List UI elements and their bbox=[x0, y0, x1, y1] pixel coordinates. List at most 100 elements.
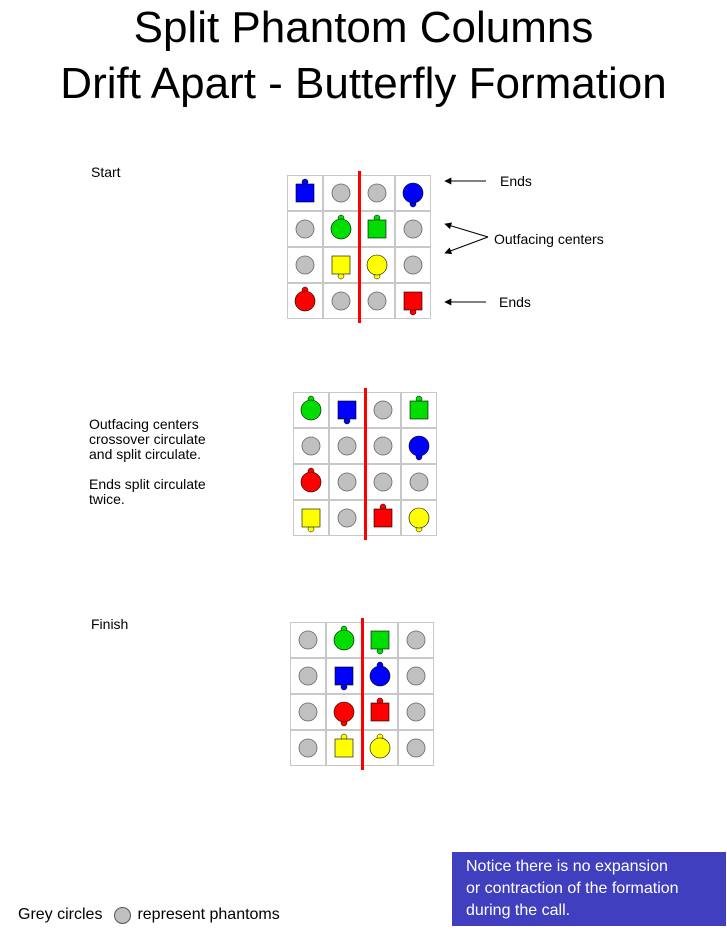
phantom-dancer bbox=[331, 291, 351, 311]
phantom-dancer bbox=[301, 436, 321, 456]
phantom-dancer bbox=[406, 630, 426, 650]
red-boy-square bbox=[403, 291, 423, 311]
green-boy-square bbox=[409, 400, 429, 420]
start-label: Start bbox=[91, 164, 121, 180]
grid-cell bbox=[326, 694, 362, 730]
phantom-dancer bbox=[337, 508, 357, 528]
grid-cell bbox=[398, 622, 434, 658]
grid-cell bbox=[290, 694, 326, 730]
red-girl-circle bbox=[333, 701, 355, 723]
yellow-boy-square bbox=[301, 508, 321, 528]
grid-cell bbox=[326, 622, 362, 658]
grid-cell bbox=[287, 247, 323, 283]
middle-label: Outfacing centers crossover circulate an… bbox=[89, 416, 206, 507]
note-box: Notice there is no expansion or contract… bbox=[452, 852, 726, 926]
grid-cell bbox=[326, 658, 362, 694]
start-formation bbox=[287, 171, 431, 323]
grid-cell bbox=[287, 211, 323, 247]
center-divider-line bbox=[361, 618, 364, 770]
grid-cell bbox=[401, 464, 437, 500]
legend-text-after: represent phantoms bbox=[137, 906, 280, 923]
grid-cell bbox=[365, 428, 401, 464]
grid-cell bbox=[293, 392, 329, 428]
grid-cell bbox=[395, 283, 431, 319]
green-girl-circle bbox=[330, 218, 352, 240]
phantom-circle-icon bbox=[114, 906, 132, 924]
red-girl-circle bbox=[294, 290, 316, 312]
red-boy-square bbox=[373, 508, 393, 528]
phantom-dancer bbox=[298, 666, 318, 686]
grid-cell bbox=[365, 500, 401, 536]
grid-cell bbox=[323, 175, 359, 211]
phantom-dancer bbox=[409, 472, 429, 492]
grid-cell bbox=[323, 211, 359, 247]
blue-boy-square bbox=[334, 666, 354, 686]
green-girl-circle bbox=[300, 399, 322, 421]
phantom-dancer bbox=[373, 400, 393, 420]
grid-cell bbox=[326, 730, 362, 766]
yellow-girl-circle bbox=[366, 254, 388, 276]
phantom-dancer bbox=[406, 702, 426, 722]
grid-cell bbox=[401, 500, 437, 536]
blue-boy-square bbox=[295, 183, 315, 203]
yellow-boy-square bbox=[331, 255, 351, 275]
red-boy-square bbox=[370, 702, 390, 722]
grid-cell bbox=[401, 392, 437, 428]
grid-cell bbox=[287, 283, 323, 319]
grid-cell bbox=[395, 247, 431, 283]
green-girl-circle bbox=[333, 629, 355, 651]
phantom-dancer bbox=[373, 472, 393, 492]
phantom-dancer bbox=[337, 436, 357, 456]
finish-formation bbox=[290, 618, 434, 770]
grid-cell bbox=[395, 211, 431, 247]
grid-cell bbox=[323, 283, 359, 319]
grid-cell bbox=[293, 428, 329, 464]
grid-cell bbox=[398, 730, 434, 766]
ends-bottom-label: Ends bbox=[499, 294, 531, 310]
phantom-dancer bbox=[298, 630, 318, 650]
grid-cell bbox=[290, 622, 326, 658]
finish-label: Finish bbox=[91, 616, 129, 632]
grid-cell bbox=[395, 175, 431, 211]
center-divider-line bbox=[358, 171, 361, 323]
grid-cell bbox=[365, 392, 401, 428]
grid-cell bbox=[290, 658, 326, 694]
phantom-dancer bbox=[298, 738, 318, 758]
grid-cell bbox=[287, 175, 323, 211]
grid-cell bbox=[359, 211, 395, 247]
phantom-dancer bbox=[367, 291, 387, 311]
grid-cell bbox=[293, 464, 329, 500]
green-boy-square bbox=[367, 219, 387, 239]
grid-cell bbox=[365, 464, 401, 500]
arrow-centers-upper bbox=[444, 222, 489, 238]
blue-girl-circle bbox=[369, 665, 391, 687]
title-line-2: Drift Apart - Butterfly Formation bbox=[60, 59, 667, 108]
grid-cell bbox=[359, 247, 395, 283]
phantom-dancer bbox=[403, 255, 423, 275]
grid-cell bbox=[398, 694, 434, 730]
blue-boy-square bbox=[337, 400, 357, 420]
arrow-centers-lower bbox=[444, 236, 489, 255]
grid-cell bbox=[329, 500, 365, 536]
ends-top-label: Ends bbox=[500, 173, 532, 189]
phantom-dancer bbox=[406, 666, 426, 686]
grid-cell bbox=[359, 283, 395, 319]
green-boy-square bbox=[370, 630, 390, 650]
center-divider-line bbox=[364, 388, 367, 540]
yellow-boy-square bbox=[334, 738, 354, 758]
legend-text-before: Grey circles bbox=[18, 906, 103, 923]
grid-cell bbox=[401, 428, 437, 464]
phantom-dancer bbox=[298, 702, 318, 722]
phantom-dancer bbox=[337, 472, 357, 492]
phantom-dancer bbox=[406, 738, 426, 758]
outfacing-centers-label: Outfacing centers bbox=[494, 231, 604, 247]
red-girl-circle bbox=[300, 471, 322, 493]
phantom-dancer bbox=[295, 219, 315, 239]
grid-cell bbox=[362, 658, 398, 694]
grid-cell bbox=[362, 730, 398, 766]
grid-cell bbox=[398, 658, 434, 694]
grid-cell bbox=[362, 694, 398, 730]
phantom-dancer bbox=[367, 183, 387, 203]
blue-girl-circle bbox=[408, 435, 430, 457]
